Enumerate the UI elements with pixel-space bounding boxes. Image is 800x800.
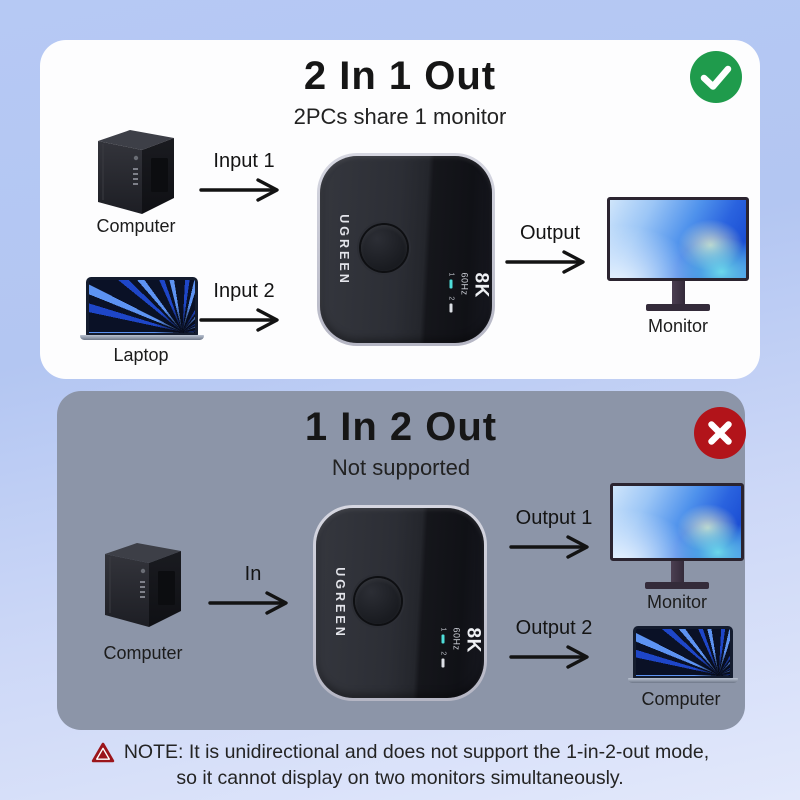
ugreen-logo: UGREEN bbox=[333, 567, 347, 639]
x-icon bbox=[694, 407, 746, 459]
monitor-screen bbox=[610, 483, 744, 561]
device-label: Computer bbox=[96, 216, 176, 236]
led-bar-active bbox=[441, 634, 445, 644]
laptop-illustration bbox=[628, 626, 738, 683]
section-subtitle: Not supported bbox=[331, 455, 471, 480]
refresh-rate-label: 60Hz bbox=[459, 272, 470, 296]
flow-output: Output bbox=[502, 222, 598, 274]
monitor-base bbox=[646, 304, 710, 311]
monitor-illustration bbox=[610, 483, 744, 589]
flow-label: In bbox=[244, 563, 262, 585]
note-line-1: NOTE: It is unidirectional and does not … bbox=[91, 741, 709, 764]
warning-triangle-icon bbox=[91, 742, 115, 763]
section-title: 1 In 2 Out bbox=[304, 405, 498, 449]
flow-output-2: Output 2 bbox=[505, 617, 603, 669]
flow-output-1: Output 1 bbox=[505, 507, 603, 559]
hdmi-switcher-illustration: UGREEN 8K 60Hz 1 2 bbox=[317, 153, 495, 346]
spec-badge: 8K 60Hz 1 2 bbox=[448, 272, 492, 331]
arrow-right-icon bbox=[509, 645, 589, 669]
led-indicator-1: 1 bbox=[440, 628, 447, 644]
led-indicator-2: 2 bbox=[447, 296, 455, 313]
resolution-label: 8K bbox=[462, 627, 484, 653]
laptop-base bbox=[80, 335, 204, 340]
switcher-select-button bbox=[360, 224, 407, 271]
device-label: Laptop bbox=[113, 345, 169, 365]
led-number: 1 bbox=[439, 627, 447, 632]
flow-label: Input 1 bbox=[213, 150, 275, 172]
device-label: Computer bbox=[641, 689, 721, 709]
led-bar bbox=[441, 658, 445, 668]
note: NOTE: It is unidirectional and does not … bbox=[0, 741, 800, 790]
flow-label: Output 1 bbox=[515, 507, 593, 529]
laptop-base bbox=[628, 678, 738, 683]
monitor-stand bbox=[670, 561, 684, 582]
arrow-right-icon bbox=[505, 250, 585, 274]
flow-input-2: Input 2 bbox=[196, 280, 292, 332]
flow-label: Input 2 bbox=[213, 280, 275, 302]
flow-label: Output bbox=[519, 222, 581, 244]
arrow-right-icon bbox=[208, 591, 288, 615]
refresh-rate-label: 60Hz bbox=[451, 627, 462, 651]
flow-in: In bbox=[203, 563, 303, 615]
check-icon bbox=[690, 51, 742, 103]
led-number: 2 bbox=[447, 296, 455, 301]
led-indicator-2: 2 bbox=[439, 651, 447, 668]
resolution-label: 8K bbox=[470, 272, 492, 298]
monitor-screen bbox=[607, 197, 749, 281]
section-title: 2 In 1 Out bbox=[303, 54, 497, 98]
led-number: 2 bbox=[439, 651, 447, 656]
laptop-screen bbox=[633, 626, 733, 679]
device-label: Computer bbox=[103, 643, 183, 663]
spec-badge: 8K 60Hz 1 2 bbox=[440, 627, 484, 686]
led-number: 1 bbox=[447, 272, 455, 277]
laptop-illustration bbox=[80, 277, 204, 340]
monitor-base bbox=[645, 582, 709, 589]
switcher-face: UGREEN 8K 60Hz 1 2 bbox=[316, 508, 484, 698]
led-bar-active bbox=[449, 279, 453, 289]
flow-input-1: Input 1 bbox=[196, 150, 292, 202]
monitor-illustration bbox=[607, 197, 749, 311]
hdmi-switcher-illustration: UGREEN 8K 60Hz 1 2 bbox=[313, 505, 487, 701]
note-line-2: so it cannot display on two monitors sim… bbox=[176, 767, 624, 789]
led-bar bbox=[449, 303, 453, 313]
section-subtitle: 2PCs share 1 monitor bbox=[293, 104, 507, 129]
desktop-computer-illustration bbox=[95, 537, 189, 634]
ugreen-logo: UGREEN bbox=[337, 213, 351, 286]
device-label: Monitor bbox=[647, 316, 709, 336]
port-led-indicators: 1 2 bbox=[448, 273, 455, 331]
port-led-indicators: 1 2 bbox=[440, 628, 447, 686]
unsupported-section-card: 1 In 2 Out Not supported Computer bbox=[57, 391, 746, 730]
monitor-stand bbox=[671, 281, 685, 304]
arrow-right-icon bbox=[199, 178, 279, 202]
flow-label: Output 2 bbox=[515, 617, 593, 639]
arrow-right-icon bbox=[509, 535, 589, 559]
switcher-select-button bbox=[355, 578, 402, 625]
note-text: NOTE: It is unidirectional and does not … bbox=[123, 741, 710, 763]
arrow-right-icon bbox=[199, 308, 279, 332]
led-indicator-1: 1 bbox=[448, 273, 455, 289]
supported-section-card: 2 In 1 Out 2PCs share 1 monitor Computer bbox=[40, 40, 760, 379]
laptop-screen bbox=[86, 277, 198, 336]
desktop-computer-illustration bbox=[88, 124, 182, 221]
switcher-face: UGREEN 8K 60Hz 1 2 bbox=[320, 156, 492, 343]
device-label: Monitor bbox=[646, 592, 708, 612]
